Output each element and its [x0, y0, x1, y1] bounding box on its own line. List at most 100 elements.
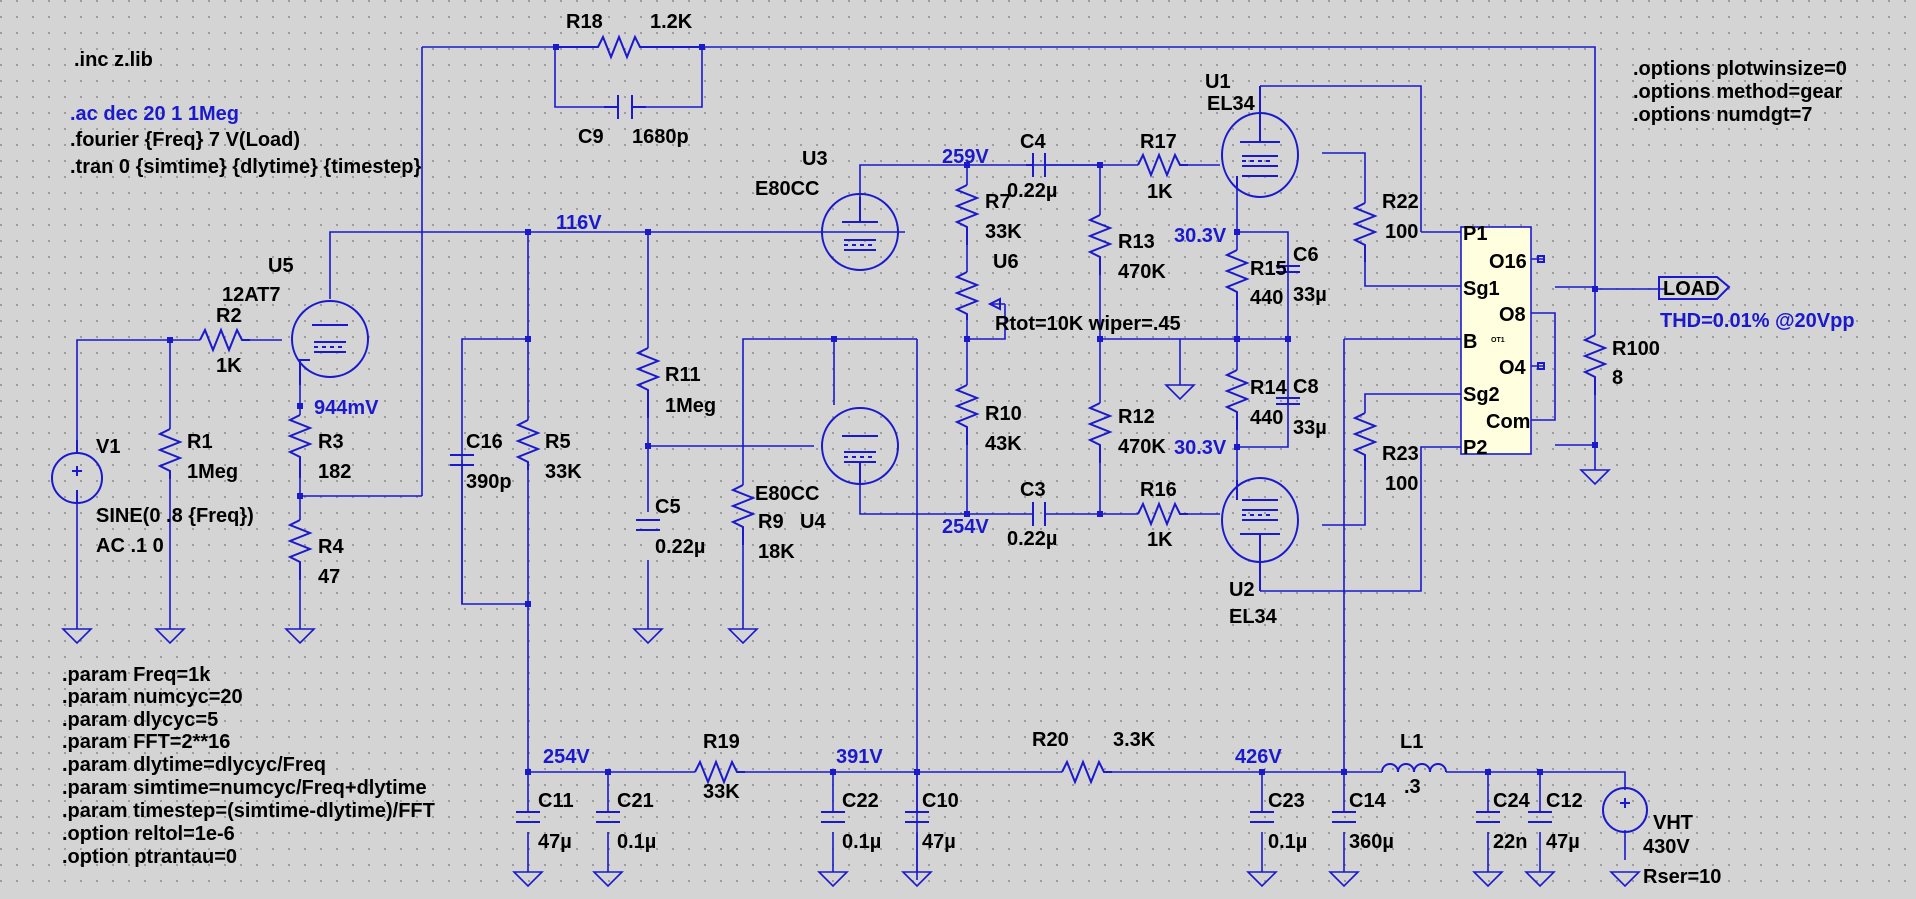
c11-value: 47µ [538, 831, 572, 853]
load-label[interactable]: LOAD [1663, 278, 1720, 300]
resistor-r18 [555, 34, 702, 60]
u2-name: U2 [1229, 579, 1255, 601]
resistor-u6-pot [954, 271, 1001, 320]
voltage-source-vht [1602, 787, 1648, 833]
r17-value: 1K [1147, 181, 1173, 203]
r15-name: R15 [1250, 258, 1287, 280]
vht-name: VHT [1653, 812, 1693, 834]
r16-name: R16 [1140, 479, 1177, 501]
r4-value: 47 [318, 566, 340, 588]
c9-value: 1680p [632, 126, 689, 148]
param-line: .param FFT=2**16 [62, 731, 230, 753]
node-voltage-259: 259V [942, 146, 989, 168]
c8-name: C8 [1293, 376, 1319, 398]
tube-u5 [291, 300, 369, 385]
r19-name: R19 [703, 731, 740, 753]
r11-value: 1Meg [665, 395, 716, 417]
r11-name: R11 [665, 364, 701, 386]
c24-name: C24 [1493, 790, 1531, 812]
c23-value: 0.1µ [1268, 831, 1307, 853]
c9-name: C9 [578, 126, 604, 148]
r7-value: 33K [985, 221, 1022, 243]
r3-name: R3 [318, 431, 344, 453]
load-net-flag[interactable] [1658, 276, 1731, 300]
pin-b: B [1463, 331, 1477, 353]
c22-name: C22 [842, 790, 879, 812]
directive-texts: .inc z.lib .ac dec 20 1 1Meg .fourier {F… [62, 49, 1847, 868]
r13-name: R13 [1118, 231, 1155, 253]
r23-value: 100 [1385, 473, 1418, 495]
u6-value: Rtot=10K wiper=.45 [995, 313, 1181, 335]
capacitor-c9 [604, 95, 646, 119]
capacitor-c22 [821, 811, 845, 823]
capacitor-c11 [516, 811, 540, 823]
vht-value: 430V [1643, 836, 1690, 858]
r23-name: R23 [1382, 443, 1419, 465]
node-voltage-30a: 30.3V [1174, 225, 1227, 247]
r9-value: 18K [758, 541, 795, 563]
resistor-r4 [287, 519, 313, 580]
pin-o16: O16 [1489, 251, 1527, 273]
capacitor-c10 [905, 811, 929, 823]
thd-readout: THD=0.01% @20Vpp [1660, 310, 1855, 332]
capacitors [450, 95, 1552, 823]
c3-value: 0.22µ [1007, 528, 1057, 550]
param-line: .param numcyc=20 [62, 686, 243, 708]
node-voltage-426: 426V [1235, 746, 1282, 768]
resistor-r19 [694, 759, 745, 785]
capacitor-c4 [1026, 153, 1046, 177]
c22-value: 0.1µ [842, 831, 881, 853]
resistor-r9 [730, 484, 756, 545]
c10-value: 47µ [922, 831, 956, 853]
c6-name: C6 [1293, 244, 1319, 266]
resistor-r23 [1352, 412, 1378, 470]
v1-line2: AC .1 0 [96, 535, 164, 557]
resistor-r2 [199, 327, 250, 353]
r4-name: R4 [318, 536, 344, 558]
vht-rser: Rser=10 [1643, 866, 1721, 888]
r2-value: 1K [216, 355, 242, 377]
r5-name: R5 [545, 431, 571, 453]
c11-name: C11 [538, 790, 574, 812]
resistor-r3 [287, 414, 313, 478]
node-voltage-944: 944mV [314, 397, 379, 419]
r13-value: 470K [1118, 261, 1166, 283]
r15-value: 440 [1250, 287, 1283, 309]
resistor-r17 [1137, 152, 1188, 178]
pin-com: Com [1486, 411, 1530, 433]
resistor-r12 [1087, 402, 1113, 463]
u5-name: U5 [268, 255, 294, 277]
c5-value: 0.22µ [655, 536, 705, 558]
resistor-r1 [157, 428, 183, 479]
capacitor-c23 [1250, 811, 1274, 823]
c3-name: C3 [1020, 479, 1046, 501]
transformer-tag: OT1 [1491, 337, 1505, 344]
resistor-r13 [1087, 214, 1113, 275]
options-plotwinsize: .options plotwinsize=0 [1633, 58, 1847, 80]
r12-value: 470K [1118, 436, 1166, 458]
node-voltage-30b: 30.3V [1174, 437, 1227, 459]
tube-u2 [1221, 477, 1299, 591]
r3-value: 182 [318, 461, 351, 483]
capacitor-c3 [1032, 502, 1046, 526]
pin-o4: O4 [1499, 357, 1527, 379]
r14-name: R14 [1250, 377, 1288, 399]
c8-value: 33µ [1293, 417, 1327, 439]
output-transformer [1460, 226, 1532, 455]
param-line: .param dlycyc=5 [62, 709, 218, 731]
pin-sg1: Sg1 [1463, 278, 1500, 300]
inductor-l1 [1381, 763, 1447, 773]
tube-u3 [821, 193, 899, 271]
resistor-r14 [1224, 369, 1250, 430]
ac-directive: .ac dec 20 1 1Meg [70, 103, 239, 125]
capacitor-c12 [1528, 811, 1552, 823]
c21-value: 0.1µ [617, 831, 656, 853]
inc-directive: .inc z.lib [74, 49, 153, 71]
r18-name: R18 [566, 11, 603, 33]
r100-value: 8 [1612, 367, 1623, 389]
wires [76, 46, 1665, 880]
r20-name: R20 [1032, 729, 1069, 751]
r100-name: R100 [1612, 338, 1660, 360]
